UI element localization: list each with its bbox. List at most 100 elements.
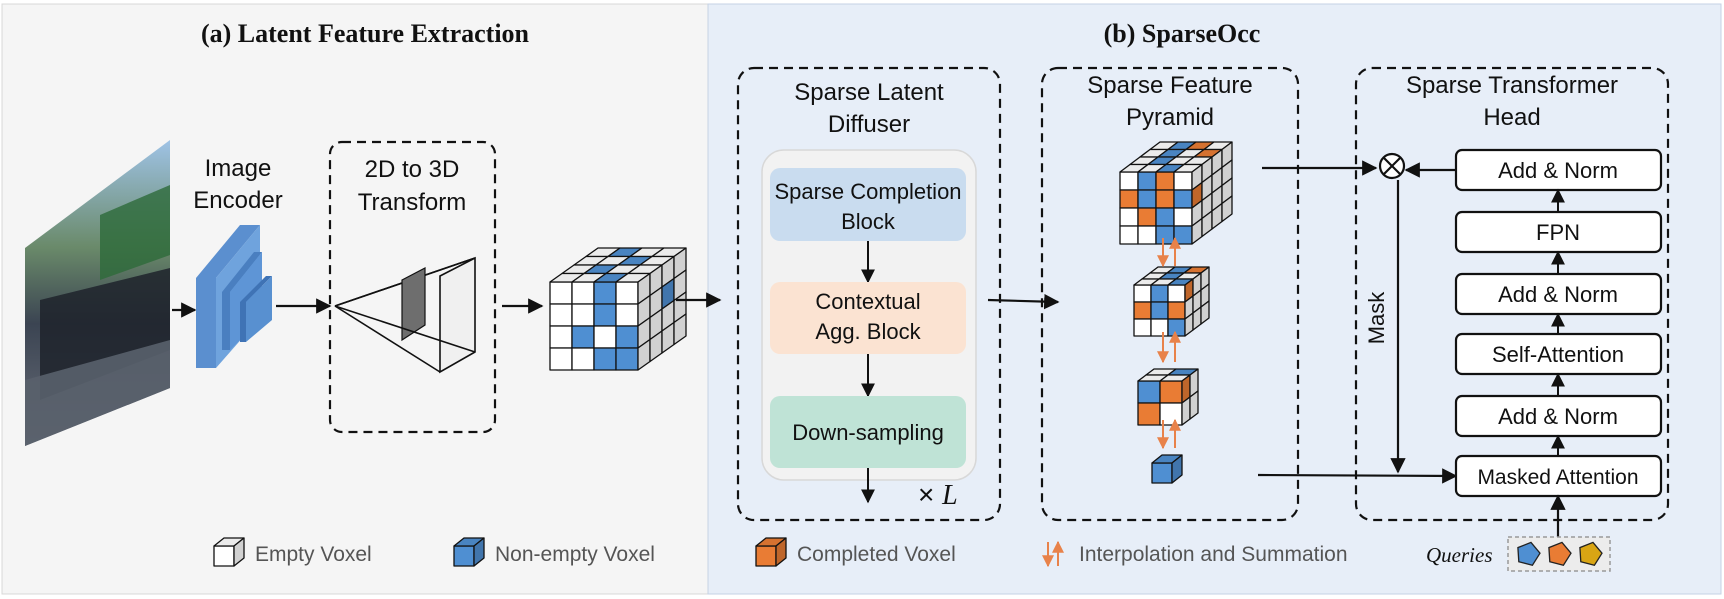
voxel-front-cell	[549, 303, 573, 327]
pyramid-title-line2: Pyramid	[1126, 104, 1214, 131]
legend-completed-voxel-label: Completed Voxel	[797, 543, 956, 566]
voxel-front-cell	[1173, 189, 1193, 209]
voxel-side-cell	[775, 537, 787, 567]
image-encoder-label-line1: Image	[205, 155, 272, 182]
input-camera-image	[25, 140, 170, 446]
legend-nonempty-voxel-label: Non-empty Voxel	[495, 543, 655, 566]
arrow-diffuser-to-pyramid	[987, 293, 1060, 310]
head-block-label-2: Add & Norm	[1498, 282, 1618, 307]
voxel-front-cell	[571, 325, 595, 349]
voxel-front-cell	[1151, 462, 1173, 484]
voxel-front-cell	[593, 303, 617, 327]
voxel-front-cell	[1167, 284, 1186, 303]
voxel-side-cell	[1200, 300, 1210, 325]
voxel-front-cell	[1119, 189, 1139, 209]
image-encoder-label-line2: Encoder	[193, 187, 282, 214]
head-title-line2: Head	[1483, 104, 1540, 131]
voxel-front-cell	[1155, 189, 1175, 209]
frustum-icon	[334, 256, 476, 374]
voxel-front-cell	[1119, 171, 1139, 191]
multiply-icon	[1378, 152, 1406, 180]
voxel-front-cell	[593, 325, 617, 349]
voxel-front-cell	[453, 545, 475, 567]
downsampling-label: Down-sampling	[792, 420, 944, 445]
diffuser-title-line1: Sparse Latent	[794, 79, 944, 106]
head-box	[1354, 66, 1670, 522]
voxel-side-cell	[1171, 454, 1183, 484]
legend-completed-voxel-icon	[755, 537, 787, 567]
voxel-front-cell	[1173, 225, 1193, 245]
voxel-front-cell	[1137, 402, 1161, 426]
contextual-agg-block	[770, 282, 966, 354]
voxel-front-cell	[1150, 301, 1169, 320]
head-block-label-4: Add & Norm	[1498, 404, 1618, 429]
voxel-side-cell	[1221, 195, 1233, 223]
head-block-label-0: Add & Norm	[1498, 158, 1618, 183]
legend-nonempty-voxel-icon	[453, 537, 485, 567]
query-pentagon-0	[1517, 541, 1541, 566]
voxel-front-cell	[1133, 284, 1152, 303]
voxel-front-cell	[615, 325, 639, 349]
diffuser-title-line2: Diffuser	[828, 111, 910, 138]
pyramid-level-4-voxels	[1151, 454, 1183, 484]
voxel-front-cell	[615, 281, 639, 305]
voxel-front-cell	[1173, 207, 1193, 227]
voxel-front-cell	[1155, 171, 1175, 191]
voxel-front-cell	[1155, 225, 1175, 245]
contextual-agg-label-line1: Contextual	[815, 289, 920, 314]
voxel-front-cell	[593, 281, 617, 305]
pyramid-level-3-voxels	[1137, 368, 1199, 426]
voxel-front-cell	[549, 281, 573, 305]
voxel-front-cell	[571, 347, 595, 371]
query-pentagons	[1517, 541, 1603, 566]
voxel-front-cell	[571, 303, 595, 327]
transform-label-line1: 2D to 3D	[365, 156, 460, 183]
sparse-completion-label-line1: Sparse Completion	[774, 179, 961, 204]
voxel-front-cell	[1133, 318, 1152, 337]
voxel-side-cell	[1189, 390, 1199, 420]
voxel-front-cell	[1167, 318, 1186, 337]
head-block-label-3: Self-Attention	[1492, 342, 1624, 367]
interpolation-arrows	[1157, 236, 1181, 450]
voxel-side-cell	[473, 537, 485, 567]
voxel-side-cell	[673, 313, 687, 346]
voxel-front-cell	[615, 303, 639, 327]
voxel-front-cell	[1137, 225, 1157, 245]
voxel-front-cell	[1173, 171, 1193, 191]
transform-label-line2: Transform	[358, 189, 466, 216]
head-block-label-1: FPN	[1536, 220, 1580, 245]
query-pentagon-1	[1548, 541, 1572, 566]
voxel-front-cell	[1137, 171, 1157, 191]
transform-box	[328, 140, 497, 434]
pyramid-title-line1: Sparse Feature	[1087, 72, 1252, 99]
voxel-front-cell	[1150, 284, 1169, 303]
legend-empty-voxel-label: Empty Voxel	[255, 543, 372, 566]
panel-a-title: (a) Latent Feature Extraction	[201, 19, 530, 48]
image-encoder-icon	[196, 225, 272, 368]
voxel-front-cell	[1167, 301, 1186, 320]
voxel-front-cell	[1137, 380, 1161, 404]
sparse-completion-label-line2: Block	[841, 209, 896, 234]
voxel-front-cell	[549, 347, 573, 371]
voxel-front-cell	[1133, 301, 1152, 320]
voxel-front-cell	[593, 347, 617, 371]
voxel-front-cell	[755, 545, 777, 567]
voxel-front-cell	[1119, 225, 1139, 245]
head-title-line1: Sparse Transformer	[1406, 72, 1618, 99]
voxel-side-cell	[233, 537, 245, 567]
voxel-front-cell	[213, 545, 235, 567]
contextual-agg-label-line2: Agg. Block	[815, 319, 921, 344]
downsampling-block	[770, 396, 966, 468]
repeat-times-label: × L	[918, 479, 958, 511]
legend-interpolation-icon	[1042, 540, 1064, 568]
voxel-front-cell	[1150, 318, 1169, 337]
pyramid-level-2-voxels	[1133, 266, 1210, 337]
voxel-front-cell	[615, 347, 639, 371]
query-pentagon-2	[1579, 541, 1603, 566]
voxel-front-cell	[571, 281, 595, 305]
voxel-front-cell	[1137, 189, 1157, 209]
diffuser-box	[736, 66, 1002, 522]
voxel-front-cell	[1137, 207, 1157, 227]
mask-label: Mask	[1364, 291, 1389, 345]
